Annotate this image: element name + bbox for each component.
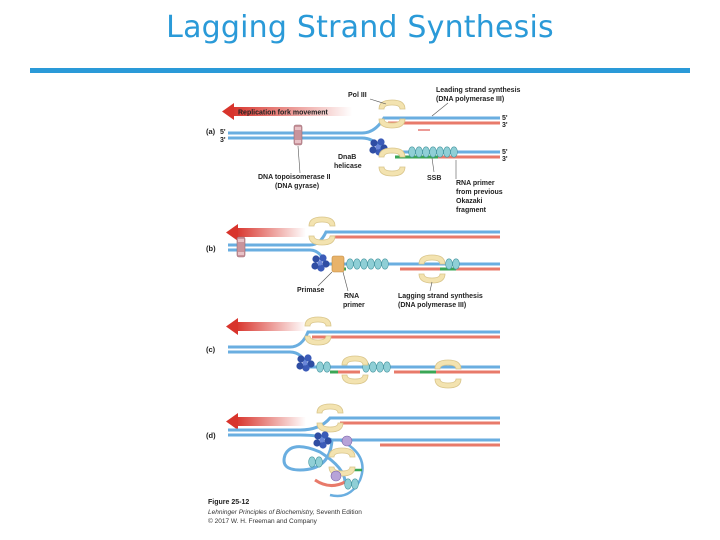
primase-label: Primase: [297, 287, 324, 294]
fork-arrowhead-a: [222, 103, 234, 120]
fork-arrowhead-d: [226, 413, 238, 430]
end-5-label: 5': [220, 129, 226, 136]
ssb-label: SSB: [427, 175, 441, 182]
end-3-bottom-label: 3': [502, 156, 508, 163]
primer-prev-label-3: Okazaki: [456, 198, 483, 205]
lagging-synthesis-label-1: Lagging strand synthesis: [398, 293, 483, 300]
leading-template: [361, 116, 500, 135]
figure-caption: Figure 25-12 Lehninger Principles of Bio…: [208, 499, 362, 525]
panel-a: Replication fork movement (a) 5' 3' 5' 3…: [206, 87, 521, 214]
figure-number: Figure 25-12: [208, 499, 249, 506]
fork-arrowhead-b: [226, 224, 238, 241]
dnab-label-2: helicase: [334, 163, 362, 170]
rna-primer-label-1: RNA: [344, 293, 359, 300]
title-underline: [30, 68, 690, 73]
leading-synthesis-label-1: Leading strand synthesis: [436, 87, 521, 94]
end-3-top-label: 3': [502, 122, 508, 129]
lagging-synthesis-label-2: (DNA polymerase III): [398, 302, 466, 309]
panel-b-label: (b): [206, 244, 216, 253]
rna-primer-label-2: primer: [343, 302, 365, 309]
primase: [331, 255, 345, 273]
polymerase-iii-lagging: [378, 147, 406, 177]
primer-prev-label-1: RNA primer: [456, 180, 495, 187]
panel-c: (c): [206, 316, 500, 389]
book-edition: Seventh Edition: [314, 509, 362, 516]
fork-movement-label: Replication fork movement: [238, 110, 329, 117]
panel-c-label: (c): [206, 345, 216, 354]
copyright: © 2017 W. H. Freeman and Company: [208, 517, 318, 525]
fork-arrow-a: [232, 107, 352, 116]
polymerase-iii-leading: [378, 99, 406, 129]
panel-d-label: (d): [206, 431, 216, 440]
panel-d: (d): [206, 403, 500, 498]
book-citation: Lehninger Principles of Biochemistry, Se…: [208, 509, 362, 516]
panel-a-label: (a): [206, 127, 216, 136]
end-3-label: 3': [220, 137, 226, 144]
primer-prev-label-2: from previous: [456, 189, 503, 196]
pol-iii-label: Pol III: [348, 92, 367, 99]
end-5-top-label: 5': [502, 115, 508, 122]
topo-label-1: DNA topoisomerase II: [258, 174, 331, 181]
book-title: Lehninger Principles of Biochemistry,: [208, 509, 315, 516]
lagging-loop: [282, 439, 347, 483]
panel-b: (b) Primase RNA primer Lagging strand sy…: [206, 216, 500, 309]
slide-title: Lagging Strand Synthesis: [166, 10, 554, 45]
primer-prev-label-4: fragment: [456, 207, 487, 214]
leading-synthesis-label-2: (DNA polymerase III): [436, 96, 504, 103]
fork-arrowhead-c: [226, 318, 238, 335]
dnab-label-1: DnaB: [338, 154, 356, 161]
topo-label-2: (DNA gyrase): [275, 183, 319, 190]
end-5-bottom-label: 5': [502, 149, 508, 156]
topoisomerase: [293, 124, 303, 146]
